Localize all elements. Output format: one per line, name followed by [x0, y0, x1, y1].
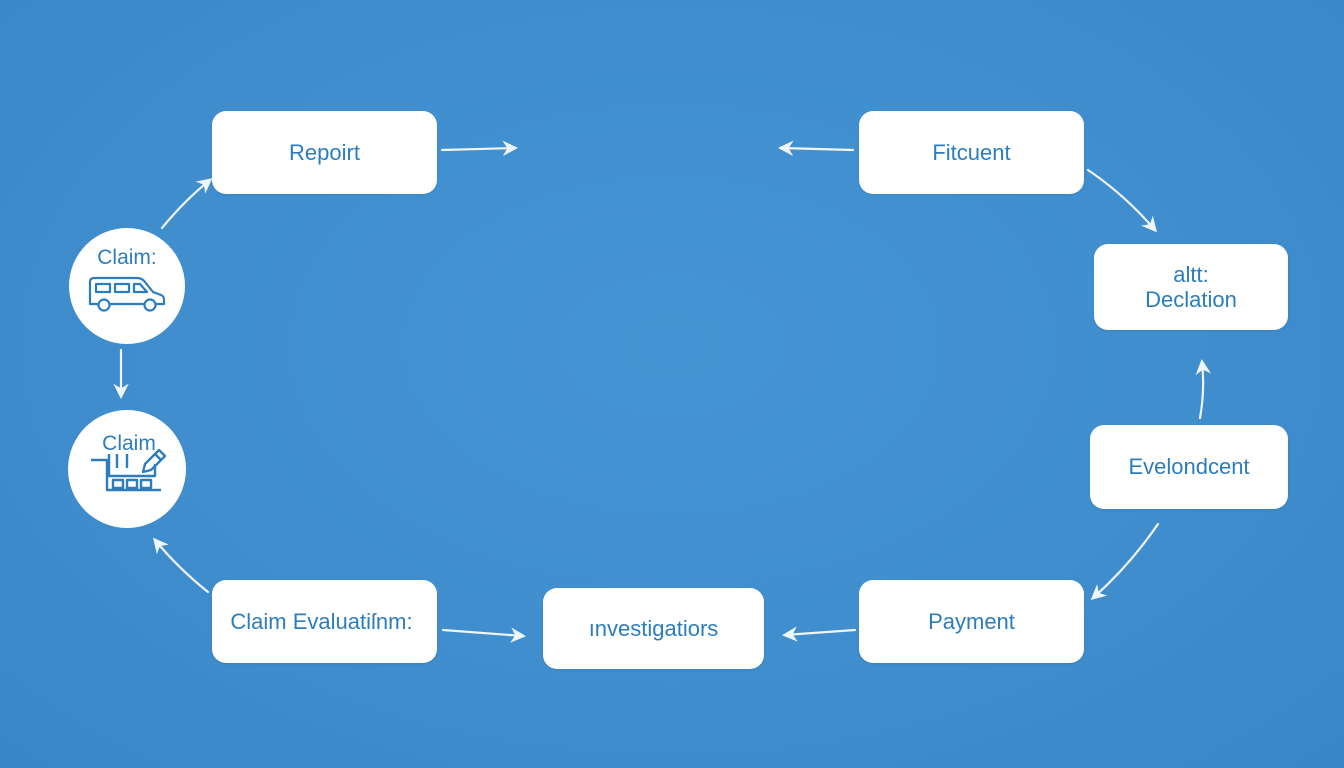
arrow-claim-to-report: [160, 178, 213, 230]
node-claim-top: Claim:: [69, 228, 185, 344]
car-icon: [87, 274, 167, 320]
arrow-payment-to-investigations: [781, 626, 857, 642]
node-investigations-label: ınvestigatiors: [588, 615, 719, 641]
arrow-evelondcent-to-payment: [1090, 522, 1160, 601]
node-fitcuent: Fitcuent: [859, 111, 1084, 194]
node-fitcuent-label: Fitcuent: [932, 139, 1011, 165]
node-evelondcent-label: Evelondcent: [1128, 454, 1250, 480]
node-declation: altt: Declation: [1094, 244, 1288, 330]
arrow-fitcuent-to-declation: [1086, 168, 1158, 233]
arrow-evaluation-to-claim: [153, 537, 210, 594]
node-investigations: ınvestigatiors: [543, 588, 764, 669]
arrow-report-right: [440, 140, 519, 157]
arrow-evelondcent-to-declation: [1195, 358, 1211, 420]
node-evaluation-label: Claim Evaluatiſnm:: [230, 608, 413, 634]
node-report-label: Repoirt: [289, 139, 360, 165]
arrow-fitcuent-left: [777, 140, 855, 157]
node-report: Repoirt: [212, 111, 437, 194]
cart-icon: [85, 446, 169, 502]
node-claim-bottom-label: Claim: [102, 431, 156, 455]
node-payment-label: Payment: [928, 608, 1015, 634]
node-claim-bottom: Claim: [68, 410, 186, 528]
node-payment: Payment: [859, 580, 1084, 663]
node-evelondcent: Evelondcent: [1090, 425, 1288, 509]
node-claim-top-label: Claim:: [97, 245, 157, 269]
node-evaluation: Claim Evaluatiſnm:: [212, 580, 437, 663]
node-declation-line2: Declation: [1145, 287, 1237, 312]
node-declation-line1: altt:: [1173, 261, 1209, 287]
arrow-evaluation-to-investigations: [441, 627, 527, 643]
